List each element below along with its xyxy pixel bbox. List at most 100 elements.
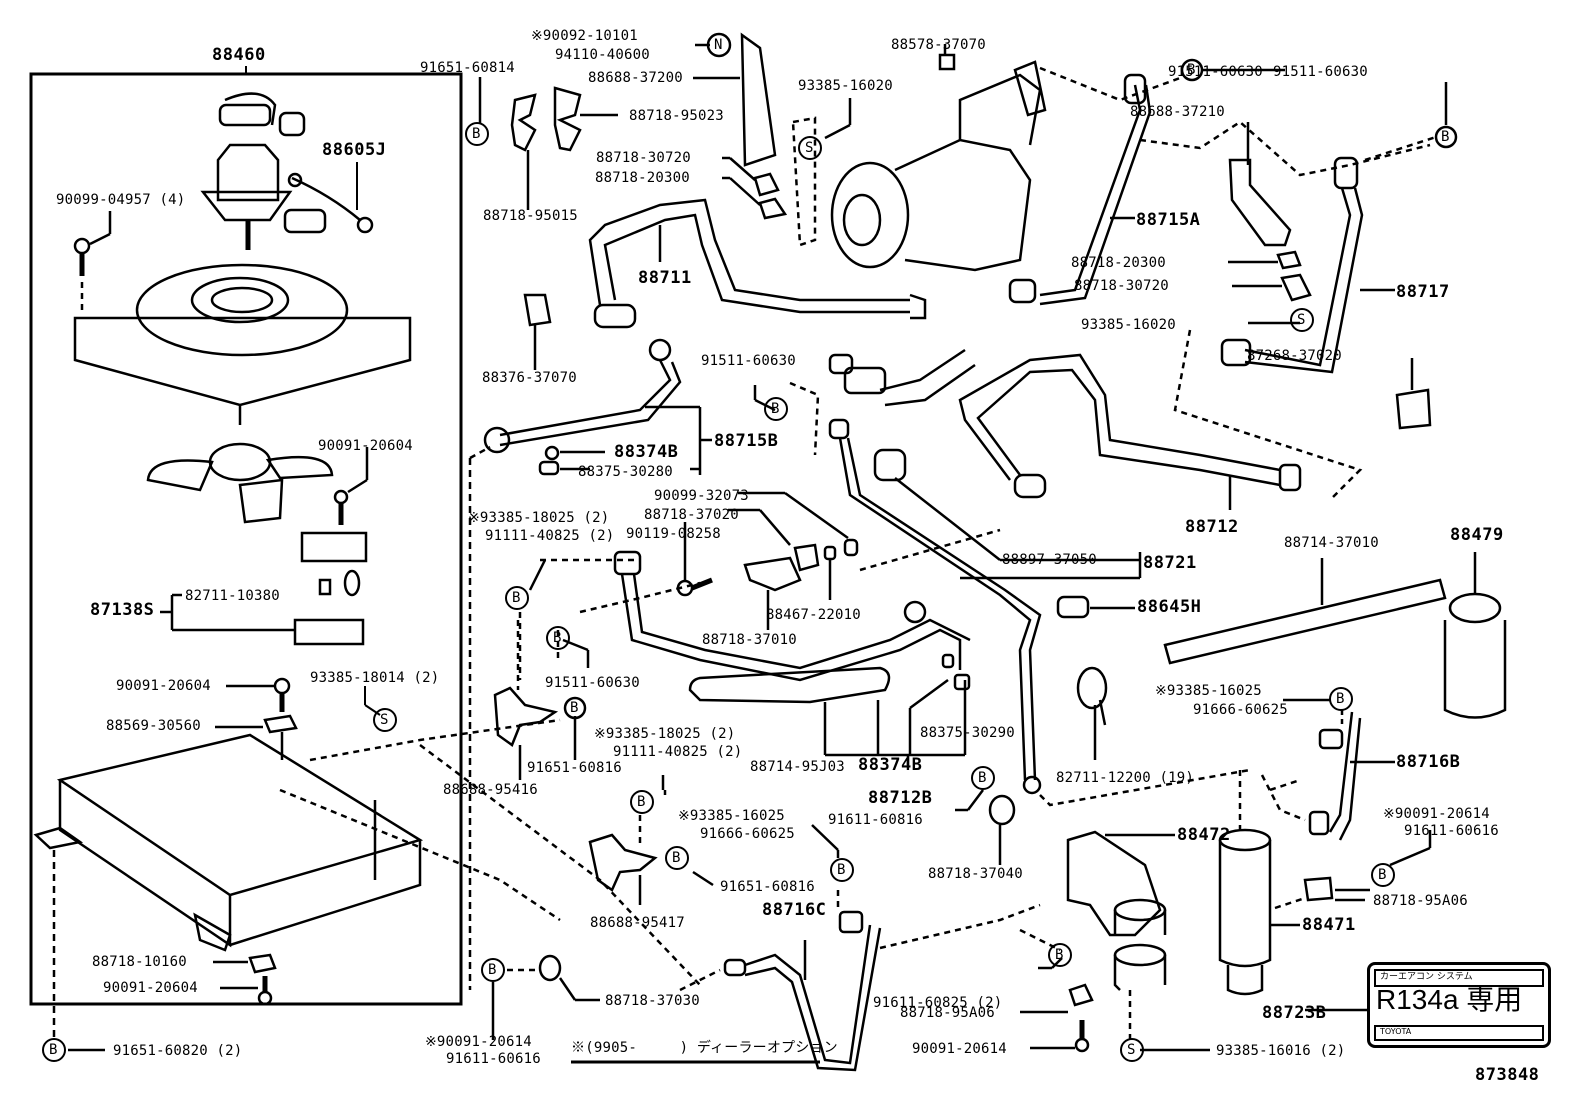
part-label-88715a[interactable]: 88715A (1136, 210, 1201, 230)
part-label-93385-16025[interactable]: ※93385-16025 (1155, 683, 1262, 699)
part-label-88718-95a06[interactable]: 88718-95A06 (1373, 893, 1468, 909)
bracket-37210-drawing (1228, 122, 1312, 325)
part-label-90091-20614[interactable]: ※90091-20614 (425, 1034, 532, 1050)
part-label-88716b[interactable]: 88716B (1396, 752, 1461, 772)
seal-callout-marker (798, 136, 822, 160)
part-label-88718-37040[interactable]: 88718-37040 (928, 866, 1023, 882)
bottom-bolt-drawing (52, 850, 277, 1052)
hose-88712-drawing (958, 353, 1302, 510)
part-label-88688-37210[interactable]: 88688-37210 (1130, 104, 1225, 120)
part-label-88467-22010[interactable]: 88467-22010 (766, 607, 861, 623)
pipe-88715a-drawing (1008, 58, 1431, 306)
part-label-88718-37030[interactable]: 88718-37030 (605, 993, 700, 1009)
part-label-90091-20614[interactable]: 90091-20614 (912, 1041, 1007, 1057)
part-label-90091-20604[interactable]: 90091-20604 (116, 678, 211, 694)
bolt-callout-marker (764, 397, 788, 421)
part-label-88718-95015[interactable]: 88718-95015 (483, 208, 578, 224)
hose-clamp-drawing (1076, 666, 1108, 760)
part-label-91111-40825[interactable]: 91111-40825 (2) (613, 744, 743, 760)
part-label-88471[interactable]: 88471 (1302, 915, 1356, 935)
pipe-88717-drawing (1173, 82, 1458, 501)
part-label-88897-37050[interactable]: 88897-37050 (1002, 552, 1097, 568)
part-label-93385-18025[interactable]: ※93385-18025 (2) (594, 726, 736, 742)
part-label-88472[interactable]: 88472 (1177, 825, 1231, 845)
part-label-90091-20604[interactable]: 90091-20604 (318, 438, 413, 454)
part-label-88715b[interactable]: 88715B (714, 431, 779, 451)
part-label-88374b[interactable]: 88374B (614, 442, 679, 462)
part-label-88714-95j03[interactable]: 88714-95J03 (750, 759, 845, 775)
label-plate-bottom-text: TOYOTA (1374, 1025, 1544, 1041)
hose-88711-drawing (588, 198, 927, 329)
part-label-91651-60816[interactable]: 91651-60816 (720, 879, 815, 895)
part-label-88479[interactable]: 88479 (1450, 525, 1504, 545)
part-label-91511-60630[interactable]: 91511-60630 (1168, 64, 1263, 80)
part-label-88717[interactable]: 88717 (1396, 282, 1450, 302)
part-label-88711[interactable]: 88711 (638, 268, 692, 288)
part-label-88716c[interactable]: 88716C (762, 900, 827, 920)
part-label-91611-60825[interactable]: 91611-60825 (2) (873, 995, 1003, 1011)
part-label-91611-60616[interactable]: 91611-60616 (1404, 823, 1499, 839)
part-label-93385-18025[interactable]: ※93385-18025 (2) (468, 510, 610, 526)
part-label-91611-60816[interactable]: 91611-60816 (828, 812, 923, 828)
bolt-callout-marker (630, 790, 654, 814)
part-label-82711-10380[interactable]: 82711-10380 (185, 588, 280, 604)
part-label-88578-37070[interactable]: 88578-37070 (891, 37, 986, 53)
part-label-94110-40600[interactable]: 94110-40600 (555, 47, 650, 63)
part-label-91511-60630[interactable]: 91511-60630 (545, 675, 640, 691)
part-label-87268-37020[interactable]: 87268-37020 (1247, 348, 1342, 364)
part-label-88645h[interactable]: 88645H (1137, 597, 1202, 617)
part-label-82711-12200[interactable]: 82711-12200 (19) (1056, 770, 1195, 786)
part-label-88375-30280[interactable]: 88375-30280 (578, 464, 673, 480)
part-label-88718-20300[interactable]: 88718-20300 (595, 170, 690, 186)
part-label-88718-95a06[interactable]: 88718-95A06 (900, 1005, 995, 1021)
part-label-88376-37070[interactable]: 88376-37070 (482, 370, 577, 386)
part-label-88718-10160[interactable]: 88718-10160 (92, 954, 187, 970)
part-label-88718-30720[interactable]: 88718-30720 (596, 150, 691, 166)
clamp-37030-drawing (491, 954, 600, 1040)
part-label-88712[interactable]: 88712 (1185, 517, 1239, 537)
part-label-88569-30560[interactable]: 88569-30560 (106, 718, 201, 734)
part-label-88718-20300[interactable]: 88718-20300 (1071, 255, 1166, 271)
part-label-88718-30720[interactable]: 88718-30720 (1074, 278, 1169, 294)
part-label-91651-60820[interactable]: 91651-60820 (2) (113, 1043, 243, 1059)
part-label-88723b[interactable]: 88723B (1262, 1003, 1327, 1023)
part-label-91511-60630[interactable]: 91511-60630 (1273, 64, 1368, 80)
part-label-88375-30290[interactable]: 88375-30290 (920, 725, 1015, 741)
pipe-88712b-drawing (518, 550, 971, 765)
part-label-88718-37010[interactable]: 88718-37010 (702, 632, 797, 648)
part-label-88712b[interactable]: 88712B (868, 788, 933, 808)
part-label-90099-32073[interactable]: 90099-32073 (654, 488, 749, 504)
part-label-90119-08258[interactable]: 90119-08258 (626, 526, 721, 542)
part-label-93385-18014[interactable]: 93385-18014 (2) (310, 670, 440, 686)
refrigerant-label-plate[interactable]: カーエアコン システム R134a 専用 TOYOTA (1367, 962, 1551, 1048)
part-label-88688-95417[interactable]: 88688-95417 (590, 915, 685, 931)
part-label-90099-04957[interactable]: 90099-04957 (4) (56, 192, 186, 208)
part-label-88374b[interactable]: 88374B (858, 755, 923, 775)
part-label-88688-37200[interactable]: 88688-37200 (588, 70, 683, 86)
part-label-93385-16016[interactable]: 93385-16016 (2) (1216, 1043, 1346, 1059)
bolt-bracket-middle-drawing (528, 491, 1001, 630)
part-label-90091-20614[interactable]: ※90091-20614 (1383, 806, 1490, 822)
part-label-88718-37020[interactable]: 88718-37020 (644, 507, 739, 523)
part-label-88718-95023[interactable]: 88718-95023 (629, 108, 724, 124)
part-label-91666-60625[interactable]: 91666-60625 (1193, 702, 1288, 718)
part-label-91651-60816[interactable]: 91651-60816 (527, 760, 622, 776)
part-label-91611-60616[interactable]: 91611-60616 (446, 1051, 541, 1067)
bolt-callout-marker (971, 766, 995, 790)
part-label-93385-16020[interactable]: 93385-16020 (1081, 317, 1176, 333)
part-label-93385-16025[interactable]: ※93385-16025 (678, 808, 785, 824)
part-label-87138s[interactable]: 87138S (90, 600, 155, 620)
part-label-91511-60630[interactable]: 91511-60630 (701, 353, 796, 369)
bolt-callout-letter: B (637, 794, 646, 810)
part-label-91666-60625[interactable]: 91666-60625 (700, 826, 795, 842)
part-label-90092-10101[interactable]: ※90092-10101 (531, 28, 638, 44)
part-label-91111-40825[interactable]: 91111-40825 (2) (485, 528, 615, 544)
part-label-88460[interactable]: 88460 (212, 45, 266, 65)
part-label-88605j[interactable]: 88605J (322, 140, 387, 160)
part-label-88721[interactable]: 88721 (1143, 553, 1197, 573)
part-label-91651-60814[interactable]: 91651-60814 (420, 60, 515, 76)
part-label-90091-20604[interactable]: 90091-20604 (103, 980, 198, 996)
part-label-93385-16020[interactable]: 93385-16020 (798, 78, 893, 94)
part-label-88688-95416[interactable]: 88688-95416 (443, 782, 538, 798)
part-label-88714-37010[interactable]: 88714-37010 (1284, 535, 1379, 551)
